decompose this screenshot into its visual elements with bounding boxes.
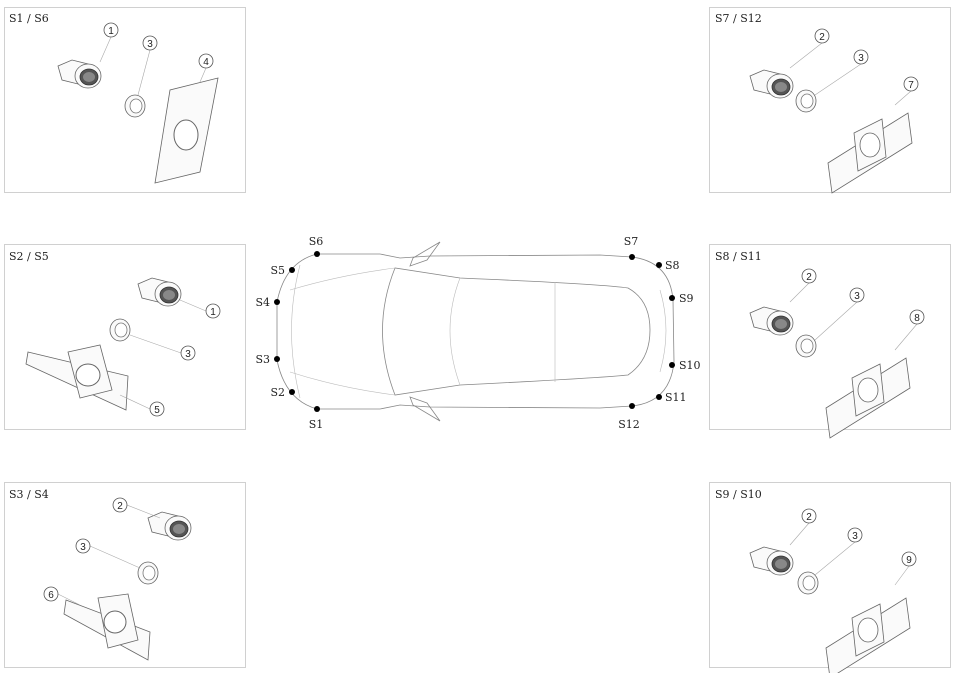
panel-title: S7 / S12 (715, 12, 762, 25)
svg-text:2: 2 (819, 32, 825, 43)
sensor-label-s3: S3 (255, 353, 270, 366)
panel-title: S3 / S4 (9, 488, 49, 501)
svg-text:3: 3 (80, 542, 86, 553)
panel-title: S2 / S5 (9, 250, 49, 263)
ring-part (797, 571, 819, 595)
svg-text:6: 6 (48, 590, 54, 601)
svg-text:7: 7 (908, 80, 914, 91)
panel-title: S9 / S10 (715, 488, 762, 501)
panel-s7-s12: S7 / S12 2 3 7 (709, 7, 951, 194)
ring-part (795, 89, 817, 113)
sensor-label-s6: S6 (309, 235, 324, 248)
svg-text:2: 2 (117, 501, 123, 512)
svg-text:3: 3 (854, 291, 860, 302)
sensor-dot-s10 (669, 362, 675, 368)
ring-part (109, 318, 131, 342)
panel-s3-s4: S3 / S4 2 3 6 (4, 482, 246, 668)
sensor-label-s5: S5 (270, 264, 285, 277)
sensor-dot-s12 (629, 403, 635, 409)
svg-text:3: 3 (852, 531, 858, 542)
panel-title: S8 / S11 (715, 250, 762, 263)
sensor-label-s10: S10 (679, 359, 701, 372)
panel-s9-s10: S9 / S10 2 3 9 (709, 482, 951, 673)
sensor-dot-s5 (289, 267, 295, 273)
sensor-label-s9: S9 (679, 292, 694, 305)
svg-text:1: 1 (210, 307, 216, 318)
svg-text:3: 3 (147, 39, 153, 50)
sensor-dot-s11 (656, 394, 662, 400)
svg-text:2: 2 (806, 272, 812, 283)
sensor-label-s8: S8 (665, 259, 680, 272)
panel-s1-s6: S1 / S6 1 3 4 (4, 7, 246, 193)
sensor-dot-s3 (274, 356, 280, 362)
sensor-label-s2: S2 (270, 386, 285, 399)
svg-text:9: 9 (906, 555, 912, 566)
svg-text:3: 3 (858, 53, 864, 64)
car-top-view (276, 241, 675, 422)
ring-part (137, 561, 159, 585)
sensor-dot-s1 (314, 406, 320, 412)
ring-part (124, 94, 146, 118)
sensor-label-s11: S11 (665, 391, 687, 404)
svg-text:3: 3 (185, 349, 191, 360)
svg-text:5: 5 (154, 405, 160, 416)
sensor-markers: S1 S2 S3 S4 S5 S6 S7 S8 S9 S10 S11 S12 (255, 235, 700, 431)
sensor-dot-s8 (656, 262, 662, 268)
sensor-label-s4: S4 (255, 296, 270, 309)
sensor-dot-s2 (289, 389, 295, 395)
svg-text:2: 2 (806, 512, 812, 523)
svg-text:8: 8 (914, 313, 920, 324)
sensor-dot-s7 (629, 254, 635, 260)
sensor-dot-s6 (314, 251, 320, 257)
panel-s8-s11: S8 / S11 2 3 8 (709, 244, 951, 439)
panel-title: S1 / S6 (9, 12, 49, 25)
ring-part (795, 334, 817, 358)
svg-text:1: 1 (108, 26, 114, 37)
sensor-label-s12: S12 (618, 418, 640, 431)
sensor-dot-s4 (274, 299, 280, 305)
sensor-label-s1: S1 (309, 418, 324, 431)
svg-text:4: 4 (203, 57, 209, 68)
sensor-dot-s9 (669, 295, 675, 301)
sensor-label-s7: S7 (624, 235, 639, 248)
panel-s2-s5: S2 / S5 1 3 5 (4, 244, 246, 430)
